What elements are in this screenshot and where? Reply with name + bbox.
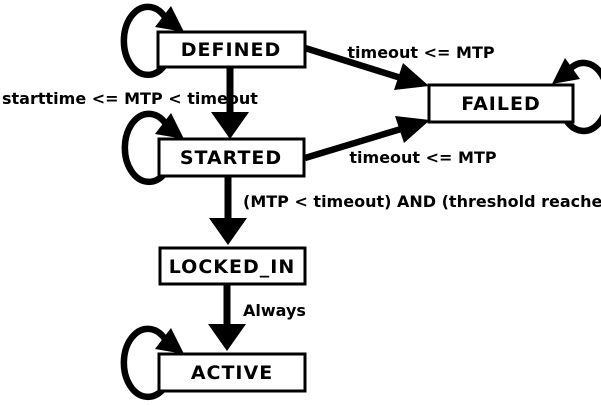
self-loop-defined-arrowhead-icon xyxy=(155,6,184,32)
state-locked-in-box xyxy=(158,246,307,286)
transition-started-lockedin-arrowhead-icon xyxy=(209,218,247,245)
transition-started-failed xyxy=(304,116,430,162)
state-started: STARTED xyxy=(157,137,306,178)
state-failed: FAILED xyxy=(427,83,575,124)
state-started-label: STARTED xyxy=(180,147,282,169)
state-locked-in-label: LOCKED_IN xyxy=(169,256,295,278)
transition-defined-failed-arrowhead-icon xyxy=(394,63,429,90)
edge-label-started-lockedin: (MTP < timeout) AND (threshold reached) xyxy=(243,192,601,211)
edge-label-defined-failed: timeout <= MTP xyxy=(347,43,494,62)
state-active-box xyxy=(157,352,307,393)
state-locked-in: LOCKED_IN xyxy=(158,246,307,286)
state-started-box xyxy=(157,137,306,178)
state-defined-box xyxy=(156,30,307,69)
self-loop-active-arc xyxy=(120,325,168,401)
edge-label-lockedin-active: Always xyxy=(243,301,306,320)
transition-started-lockedin xyxy=(209,176,247,245)
transition-defined-failed-stem xyxy=(304,44,402,82)
transition-defined-started xyxy=(211,66,249,139)
self-loop-started-arc xyxy=(121,110,169,186)
edge-label-defined-started: starttime <= MTP < timeout xyxy=(2,89,258,108)
transition-defined-started-arrowhead-icon xyxy=(211,112,249,139)
self-loop-failed-arc xyxy=(563,59,601,135)
transition-started-failed-arrowhead-icon xyxy=(395,116,430,143)
transition-started-failed-stem xyxy=(304,125,402,162)
self-loop-started xyxy=(121,110,184,186)
transition-lockedin-active-arrowhead-icon xyxy=(208,324,246,351)
self-loop-started-arrowhead-icon xyxy=(155,113,184,139)
state-active: ACTIVE xyxy=(157,352,307,393)
transition-lockedin-active xyxy=(208,284,246,351)
state-defined: DEFINED xyxy=(156,30,307,69)
state-failed-box xyxy=(427,83,575,124)
self-loop-active xyxy=(120,325,184,401)
edge-label-started-failed: timeout <= MTP xyxy=(349,148,496,167)
self-loop-failed-arrowhead-icon xyxy=(552,58,580,84)
transition-defined-failed xyxy=(304,44,429,90)
state-defined-label: DEFINED xyxy=(181,39,281,61)
self-loop-defined xyxy=(120,3,184,79)
self-loop-defined-arc xyxy=(120,3,168,79)
state-active-label: ACTIVE xyxy=(191,362,273,384)
self-loop-failed xyxy=(552,58,601,135)
state-failed-label: FAILED xyxy=(461,93,540,115)
self-loop-active-arrowhead-icon xyxy=(155,328,184,354)
